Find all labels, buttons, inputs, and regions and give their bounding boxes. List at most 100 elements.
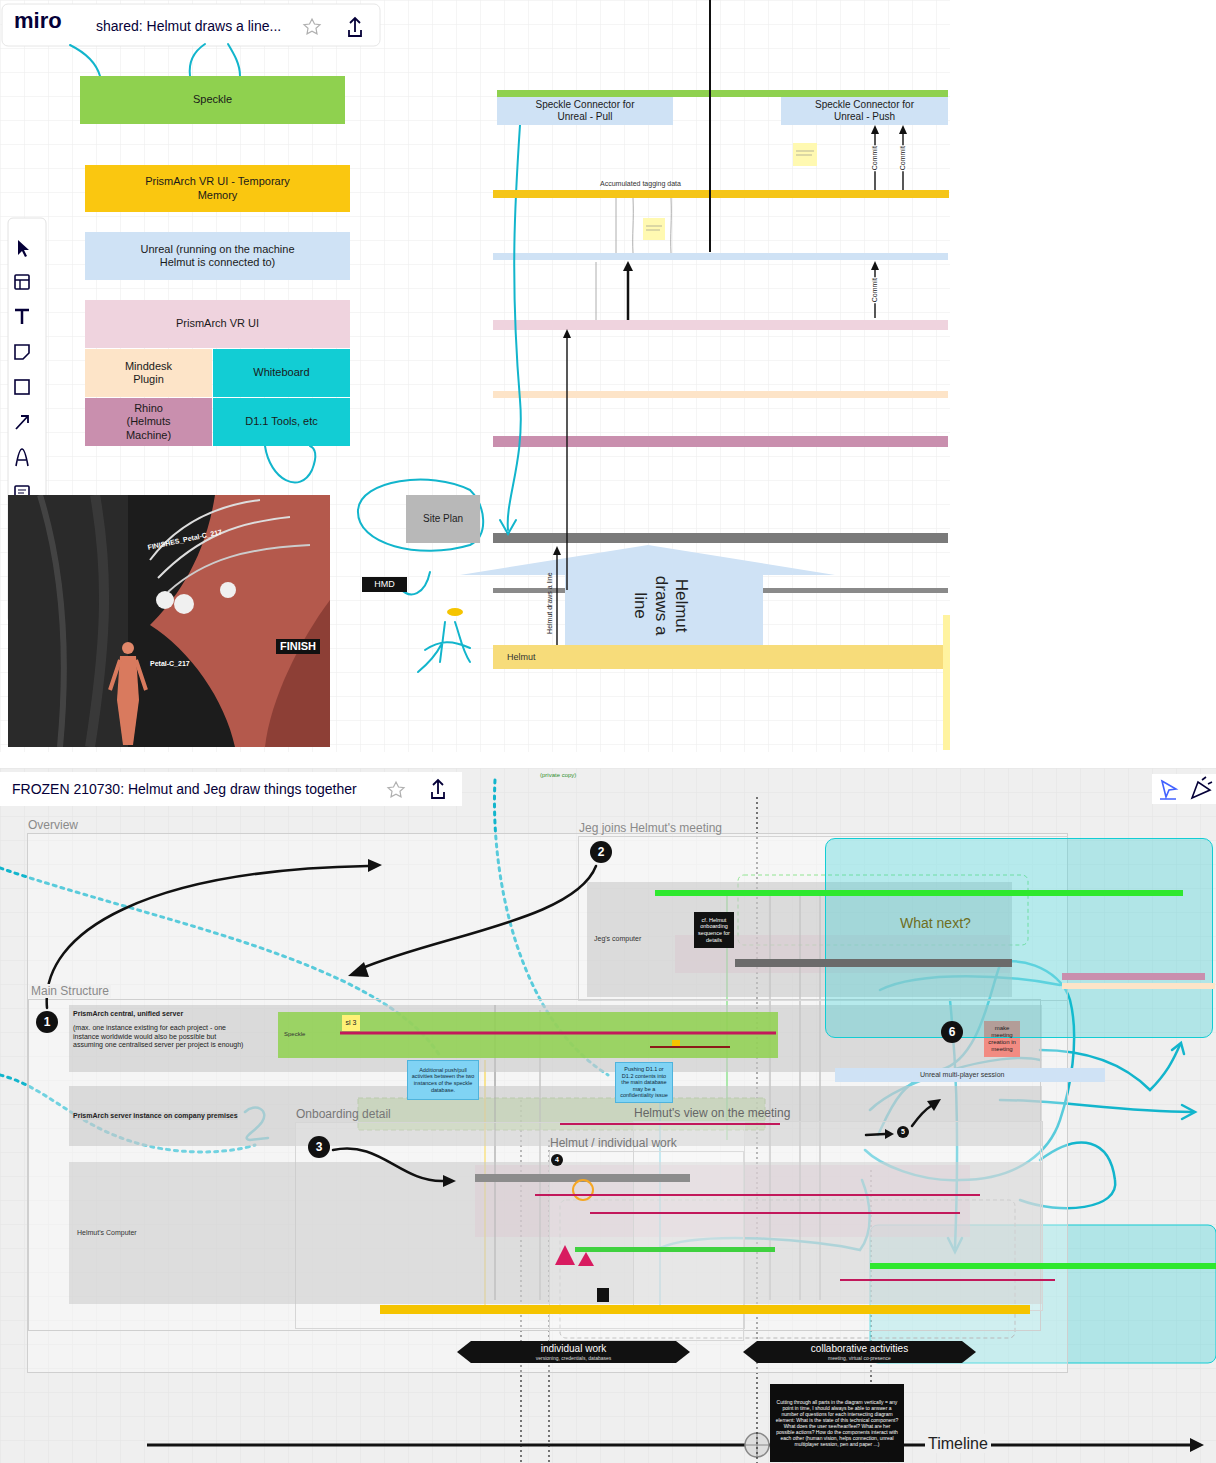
callout-arrows-part	[912, 1106, 931, 1126]
box-label: Jeg joins Helmut's meeting	[579, 821, 722, 835]
vr-screenshot-part	[150, 495, 330, 747]
arrow-label: Helmut draws a line	[545, 572, 553, 633]
session-bar: Unreal multi-player session	[835, 1068, 1105, 1082]
figure-head	[447, 608, 463, 616]
sticky-decor-part	[793, 143, 817, 166]
box-label: Onboarding detail	[296, 1107, 391, 1121]
timeline-axis-part	[1190, 1438, 1204, 1452]
timeline-lines-part	[840, 1279, 1055, 1281]
phase-banner: individual workversioning, credentials, …	[457, 1341, 690, 1363]
callout-number: 1	[36, 1011, 58, 1033]
box-body: Whiteboard	[213, 349, 350, 397]
callout-number: 5	[897, 1126, 909, 1138]
arrow-heads-part	[553, 546, 561, 555]
toolbar-part	[15, 310, 29, 324]
flow-arrows-part	[874, 269, 875, 318]
box-label: Speckle	[284, 1031, 305, 1038]
arrow-head	[899, 125, 907, 134]
box-body: Unreal multi-player session	[835, 1068, 1105, 1082]
box-label: collaborative activities	[811, 1343, 908, 1355]
header-bar	[0, 4, 1216, 806]
timeline-bars-part	[870, 1263, 1216, 1269]
layer-box: Unreal (running on the machine Helmut is…	[85, 232, 350, 280]
arrow-label: Commit	[871, 277, 879, 303]
vr-screenshot-part	[150, 500, 260, 560]
connector-box: Speckle Connector for Unreal - Push	[781, 97, 948, 125]
flow-arrows-part	[556, 554, 557, 645]
box-body: Pushing D1.1 or D1.2 contents into the m…	[616, 1063, 672, 1102]
connector	[871, 125, 879, 190]
sticky-decor-part	[796, 151, 814, 155]
layer-box: Minddesk Plugin	[85, 349, 212, 397]
timeline-axis	[147, 1433, 1204, 1457]
box-label: PrismArch server instance on company pre…	[73, 1112, 238, 1120]
layer-bands-part	[493, 391, 948, 398]
sketch-strokes-part	[358, 480, 483, 551]
thin-links-part	[616, 198, 617, 253]
sketch-strokes-part	[228, 44, 240, 76]
bottom-board	[0, 768, 1216, 1463]
layer-box: Whiteboard	[213, 349, 350, 397]
callout-number: 2	[590, 841, 612, 863]
toolbar-part	[15, 275, 29, 289]
sketch-strokes-part	[508, 125, 521, 530]
box-body: Unreal (running on the machine Helmut is…	[85, 232, 350, 280]
box-body: Minddesk Plugin	[85, 349, 212, 397]
callout-arrows-part	[47, 866, 368, 1008]
layer-bands-part	[493, 320, 948, 330]
timeline-axis-part	[147, 1444, 1190, 1447]
callout-number: 4	[551, 1154, 563, 1166]
scene-tag: FINISH	[276, 639, 320, 654]
top-board-part	[0, 0, 950, 752]
note: cf. Helmut onboarding sequence for detai…	[694, 912, 734, 948]
layer-bands-part	[943, 615, 950, 750]
toolbar-part	[16, 449, 28, 466]
sketch-strokes-part	[190, 44, 205, 76]
thin-links-part	[596, 262, 597, 320]
top-board	[0, 0, 950, 752]
timeline-bars	[380, 890, 1216, 1314]
timeline-lines-part	[535, 1194, 980, 1196]
action-arrow: Helmut draws a line	[460, 545, 835, 645]
box-label: PrismArch VR UI - Temporary Memory	[143, 175, 293, 201]
sketch-strokes-part	[1182, 1105, 1195, 1119]
layer-box: PrismArch VR UI	[85, 300, 350, 348]
arrow-heads-part	[563, 329, 571, 338]
callout-heads-part	[443, 1175, 456, 1187]
box-body: cf. Helmut onboarding sequence for detai…	[694, 912, 734, 948]
vr-screenshot-part	[8, 495, 330, 747]
header-bar-part	[1160, 781, 1176, 799]
thin-links	[596, 198, 671, 320]
connector-box: Speckle Connector for Unreal - Pull	[497, 97, 673, 125]
box-label: PrismArch VR UI	[176, 317, 259, 330]
box-label: Accumulated tagging data	[600, 180, 681, 188]
frame: Helmut's view on the meeting	[633, 1121, 1043, 1311]
header-bar-part	[388, 782, 404, 797]
box-body: Additional push/pull activities between …	[408, 1061, 478, 1099]
callout-arrows-part	[866, 1134, 885, 1135]
callout-heads	[348, 859, 941, 1187]
box-body: Helmut	[493, 645, 943, 669]
callout-number: 3	[308, 1136, 330, 1158]
box-body: What next?	[826, 839, 1212, 1037]
box-label: Jeg's computer	[594, 935, 641, 943]
vr-screenshot-part	[156, 591, 174, 609]
box-body: PrismArch VR UI	[85, 300, 350, 348]
layer-box: PrismArch VR UI - Temporary Memory	[85, 165, 350, 212]
box-label: Helmut draws a line	[629, 565, 690, 645]
box-label: Speckle Connector for Unreal - Push	[800, 99, 930, 123]
callout-arrows-part	[333, 1148, 443, 1181]
actor-band: Helmut	[493, 645, 943, 669]
box-body: Cutting through all parts in the diagram…	[770, 1384, 904, 1462]
vr-screenshot-part	[8, 495, 128, 747]
box-label: D1.1 Tools, etc	[245, 415, 318, 428]
box-label: Main Structure	[29, 984, 111, 998]
timeline-lines	[340, 1033, 1055, 1280]
timeline-lines-part	[650, 1046, 730, 1048]
arrow-heads-part	[871, 261, 879, 270]
site-plan-box: Site Plan	[406, 495, 480, 543]
timeline-lines-part	[590, 1212, 960, 1214]
toolbar-part	[15, 345, 29, 359]
